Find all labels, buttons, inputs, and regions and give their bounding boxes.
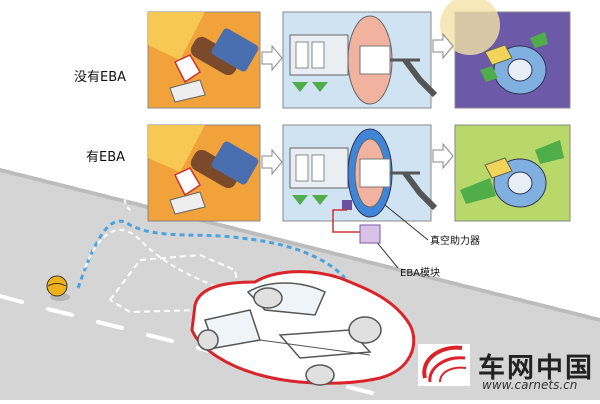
- callout-eba-module: EBA模块: [400, 268, 441, 279]
- row-label-with-eba: 有EBA: [86, 150, 126, 165]
- row2-panels: [147, 124, 571, 222]
- brake-pedal-icon: [169, 28, 259, 103]
- arrow-right-icon: [261, 32, 454, 176]
- brand-name: 车网中国: [478, 353, 594, 384]
- ball-icon: [46, 275, 70, 301]
- callout-vacuum-booster: 真空助力器: [430, 236, 480, 247]
- callout-leaders: [332, 204, 429, 269]
- brake-disc-icon: [480, 32, 548, 95]
- ball-path: [76, 192, 347, 301]
- eba-module: [359, 224, 381, 244]
- row1-panels: [147, 0, 571, 109]
- row-label-without-eba: 没有EBA: [74, 70, 127, 85]
- logo-icon: [418, 344, 470, 386]
- car-icon: [190, 270, 416, 386]
- brand-url: www.carnets.cn: [482, 378, 578, 392]
- brake-pedal-icon: [169, 141, 259, 215]
- brake-disc-icon: [460, 140, 564, 208]
